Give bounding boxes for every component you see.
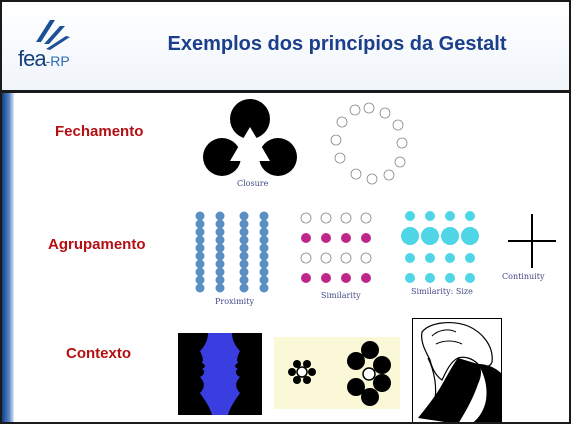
closure-circle-dots-figure (330, 102, 408, 185)
closure-triangle-figure (203, 99, 297, 176)
caption-similarity-size: Similarity: Size (411, 287, 473, 296)
proximity-dots-figure (195, 211, 269, 293)
wife-mother-in-law-figure (412, 318, 502, 422)
label-agrupamento: Agrupamento (48, 236, 146, 253)
caption-similarity: Similarity (321, 291, 361, 300)
logo-wordmark: fea-RP (18, 46, 70, 71)
similarity-dots-figure (300, 212, 372, 283)
caption-continuity: Continuity (502, 272, 545, 281)
page-title: Exemplos dos princípios da Gestalt (167, 33, 507, 55)
caption-proximity: Proximity (215, 297, 254, 306)
fea-rp-logo-icon (36, 20, 70, 50)
left-accent-band (2, 92, 14, 422)
rubin-vase-figure (178, 333, 262, 415)
header-divider (2, 90, 569, 93)
caption-closure: Closure (237, 179, 269, 188)
continuity-cross-figure (508, 214, 556, 268)
label-contexto: Contexto (66, 345, 131, 362)
label-fechamento: Fechamento (55, 123, 144, 140)
ebbinghaus-illusion-figure (274, 337, 400, 409)
slide-header (2, 2, 569, 92)
similarity-size-dots-figure (401, 211, 479, 283)
header-divider-tick (32, 90, 54, 92)
